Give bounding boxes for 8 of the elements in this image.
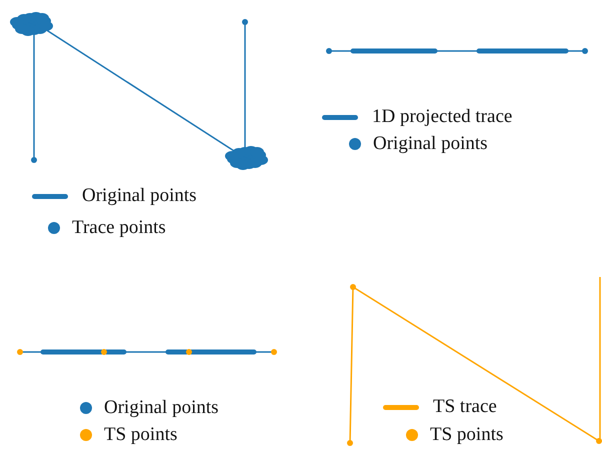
legend-label: Original points xyxy=(104,397,219,419)
legend-label: TS points xyxy=(430,424,504,446)
legend-label: Original points xyxy=(82,185,197,207)
legend-label: 1D projected trace xyxy=(372,106,512,128)
legend-label: TS points xyxy=(104,424,178,446)
legend-label: Trace points xyxy=(72,217,166,239)
legend-label: TS trace xyxy=(433,396,497,418)
legend-label: Original points xyxy=(373,133,488,155)
